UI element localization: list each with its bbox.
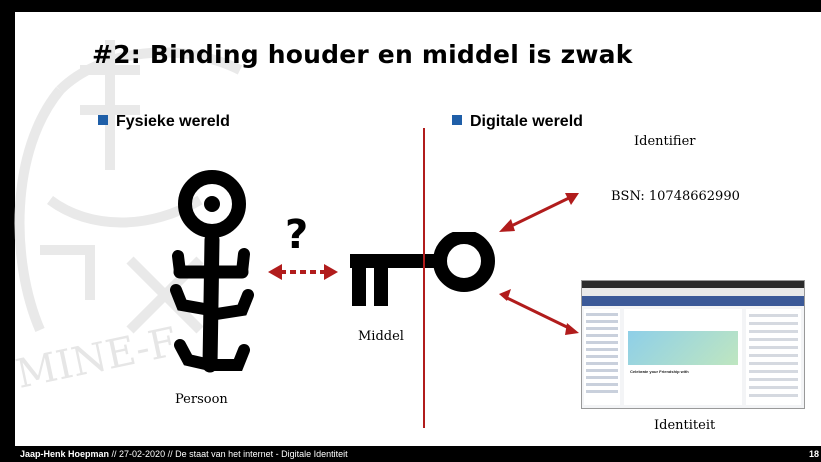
page-number: 18 bbox=[808, 449, 819, 459]
key-icon bbox=[350, 232, 495, 306]
screenshot-caption: Celebrate your Friendship with bbox=[630, 369, 689, 374]
dotted-double-arrow-icon bbox=[268, 264, 338, 280]
divider-line bbox=[423, 128, 425, 428]
right-heading: Digitale wereld bbox=[452, 113, 583, 131]
screenshot-titlebar bbox=[582, 281, 804, 288]
question-mark: ? bbox=[285, 212, 309, 258]
left-heading-text: Fysieke wereld bbox=[116, 113, 230, 130]
footer-author: Jaap-Henk Hoepman bbox=[20, 449, 110, 459]
screenshot-right-column bbox=[746, 309, 801, 405]
left-heading: Fysieke wereld bbox=[98, 113, 230, 131]
screenshot-left-column bbox=[584, 309, 620, 405]
label-identifier: Identifier bbox=[634, 134, 696, 149]
person-glyph-icon bbox=[170, 170, 254, 373]
bullet-square-icon bbox=[452, 115, 462, 125]
bullet-square-icon bbox=[98, 115, 108, 125]
university-seal-watermark: MINE-F bbox=[12, 40, 243, 398]
label-persoon: Persoon bbox=[175, 392, 228, 407]
label-bsn: BSN: 10748662990 bbox=[611, 189, 740, 204]
footer-text: Jaap-Henk Hoepman // 27-02-2020 // De st… bbox=[20, 446, 348, 462]
slide-title: #2: Binding houder en middel is zwak bbox=[92, 40, 633, 69]
label-identiteit: Identiteit bbox=[654, 418, 716, 433]
top-bar bbox=[0, 0, 821, 12]
identity-profile-screenshot: Celebrate your Friendship with bbox=[581, 280, 805, 409]
screenshot-feed: Celebrate your Friendship with bbox=[624, 309, 742, 405]
screenshot-banner-image bbox=[628, 331, 738, 365]
footer-bar: Jaap-Henk Hoepman // 27-02-2020 // De st… bbox=[0, 446, 821, 462]
red-arrows-icon bbox=[499, 193, 579, 335]
screenshot-nav-bar bbox=[582, 296, 804, 306]
footer-rest: // 27-02-2020 // De staat van het intern… bbox=[109, 449, 348, 459]
left-bar bbox=[0, 0, 15, 446]
right-heading-text: Digitale wereld bbox=[470, 113, 583, 130]
label-middel: Middel bbox=[358, 329, 404, 344]
